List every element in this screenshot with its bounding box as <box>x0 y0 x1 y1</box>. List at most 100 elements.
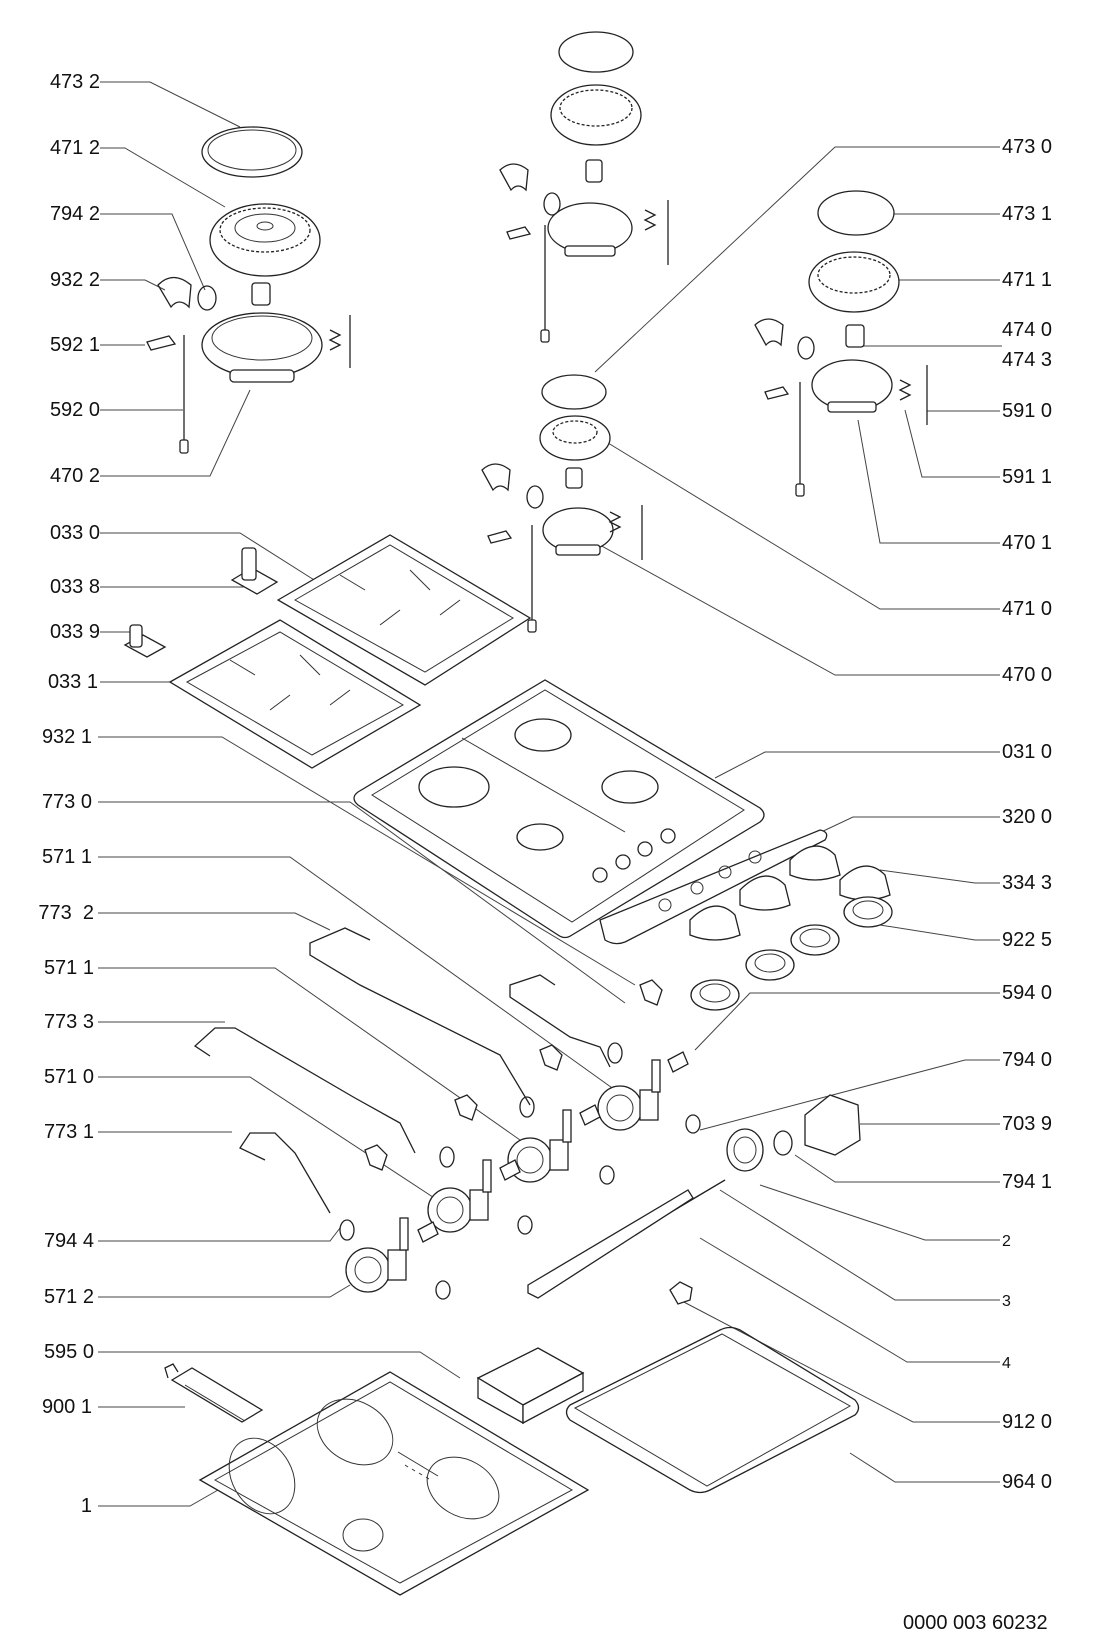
leader-932-1 <box>98 736 636 986</box>
leader-3 <box>719 1189 1000 1301</box>
flame-spreader-471-1 <box>808 251 900 313</box>
part-label-471-2: 471 2 <box>49 137 100 159</box>
part-label-470-2: 470 2 <box>49 465 100 487</box>
leader-794-0 <box>699 1059 1000 1131</box>
nut-2 <box>726 1128 764 1172</box>
burner-assembly-top-center <box>499 31 669 343</box>
part-label-900-1: 900 1 <box>41 1396 92 1418</box>
part-label-932-1: 932 1 <box>41 726 92 748</box>
leader-320-0 <box>799 816 1000 843</box>
gas-inlet <box>527 1094 861 1305</box>
part-label-474-0: 474 0 <box>1002 319 1053 341</box>
gasket-964-0 <box>565 1326 860 1494</box>
burner-cap-473-2 <box>201 126 303 178</box>
gas-tap-571-1b <box>507 1044 615 1185</box>
leader-794-1 <box>794 1154 1000 1183</box>
burner-assembly-right <box>754 190 928 497</box>
part-label-571-1a: 571 1 <box>41 846 92 868</box>
leader-470-1 <box>857 419 1000 544</box>
seal-794-1 <box>773 1130 793 1156</box>
leader-471-2 <box>100 147 226 208</box>
part-label-4: 4 <box>1002 1355 1011 1372</box>
part-label-773-3: 773 3 <box>43 1011 94 1033</box>
leader-773-2 <box>98 912 331 931</box>
tray-burner-recess-1 <box>228 1437 296 1515</box>
hob-top-031-0 <box>353 679 765 939</box>
part-label-571-1b: 571 1 <box>43 957 94 979</box>
part-label-703-9: 703 9 <box>1002 1113 1053 1135</box>
part-label-033-9: 033 9 <box>49 621 100 643</box>
leader-1 <box>98 1489 219 1507</box>
spring-591-1 <box>898 379 912 401</box>
flame-spreader-top <box>550 84 642 146</box>
knob-2 <box>739 875 791 911</box>
part-label-471-1: 471 1 <box>1002 269 1053 291</box>
leader-lines-left <box>98 81 636 1507</box>
part-label-031-0: 031 0 <box>1002 741 1053 763</box>
part-label-595-0: 595 0 <box>43 1341 94 1363</box>
part-label-912-0: 912 0 <box>1002 1411 1053 1433</box>
burner-cap-473-0 <box>541 374 607 410</box>
ignition-box-595-0 <box>476 1347 585 1425</box>
leader-912-0 <box>679 1299 1000 1423</box>
leader-591-1 <box>904 409 1000 478</box>
part-label-473-2: 473 2 <box>49 71 100 93</box>
control-panel-320-0 <box>599 829 828 945</box>
part-label-033-0: 033 0 <box>49 522 100 544</box>
part-label-922-5: 922 5 <box>1002 929 1053 951</box>
part-label-964-0: 964 0 <box>1002 1471 1053 1493</box>
clip-592-1 <box>146 335 177 351</box>
part-label-591-0: 591 0 <box>1002 400 1053 422</box>
part-label-470-0: 470 0 <box>1002 664 1053 686</box>
leader-473-2 <box>100 81 241 128</box>
part-label-471-0: 471 0 <box>1002 598 1053 620</box>
burner-hole-right <box>601 770 659 804</box>
part-label-794-0: 794 0 <box>1002 1049 1053 1071</box>
knobs-and-rings <box>689 845 893 1011</box>
part-label-794-4: 794 4 <box>43 1230 94 1252</box>
injector-474-0 <box>845 324 865 348</box>
leader-594-0 <box>694 992 1000 1051</box>
gas-tap-571-2 <box>339 1144 451 1300</box>
seal-794-2 <box>197 285 217 311</box>
pan-support-033-0 <box>276 534 532 686</box>
leader-794-4 <box>98 1227 341 1242</box>
part-label-474-3: 474 3 <box>1002 349 1053 371</box>
gas-taps <box>339 979 701 1300</box>
gas-tap-571-1a <box>597 979 701 1134</box>
injector-left <box>251 282 271 306</box>
pan-supports <box>123 534 532 769</box>
leader-473-0 <box>594 146 1000 373</box>
leader-470-0 <box>599 544 1000 676</box>
knob-334-3 <box>839 865 891 901</box>
document-code: 0000 003 60232 <box>903 1612 1048 1634</box>
leader-571-1b <box>98 967 521 1141</box>
leader-595-0 <box>98 1351 461 1379</box>
gas-pipes <box>193 927 611 1214</box>
leader-033-8 <box>100 567 256 588</box>
leader-470-2 <box>100 389 251 477</box>
bracket-4 <box>527 1189 694 1299</box>
burner-cap-473-1 <box>817 190 895 236</box>
burner-base-470-2 <box>201 312 323 378</box>
leader-794-2 <box>100 213 206 291</box>
burner-hole-front <box>516 823 564 851</box>
leader-031-0 <box>714 751 1000 779</box>
leader-571-0 <box>98 1076 446 1206</box>
leader-571-2 <box>98 1284 351 1298</box>
spring-left <box>328 329 342 351</box>
pipe-773-1 <box>239 1132 331 1214</box>
leader-932-2 <box>100 279 166 291</box>
leader-033-0 <box>100 532 331 591</box>
pipe-773-3 <box>193 1027 416 1154</box>
bottom-tray-1 <box>198 1371 590 1596</box>
part-label-033-8: 033 8 <box>49 576 100 598</box>
part-label-1: 1 <box>80 1495 92 1517</box>
part-label-473-0: 473 0 <box>1002 136 1053 158</box>
seal-right <box>797 336 815 360</box>
tray-burner-recess-2 <box>316 1398 394 1466</box>
part-label-794-1: 794 1 <box>1002 1171 1053 1193</box>
part-label-794-2: 794 2 <box>49 203 100 225</box>
leader-922-5 <box>879 924 1000 941</box>
